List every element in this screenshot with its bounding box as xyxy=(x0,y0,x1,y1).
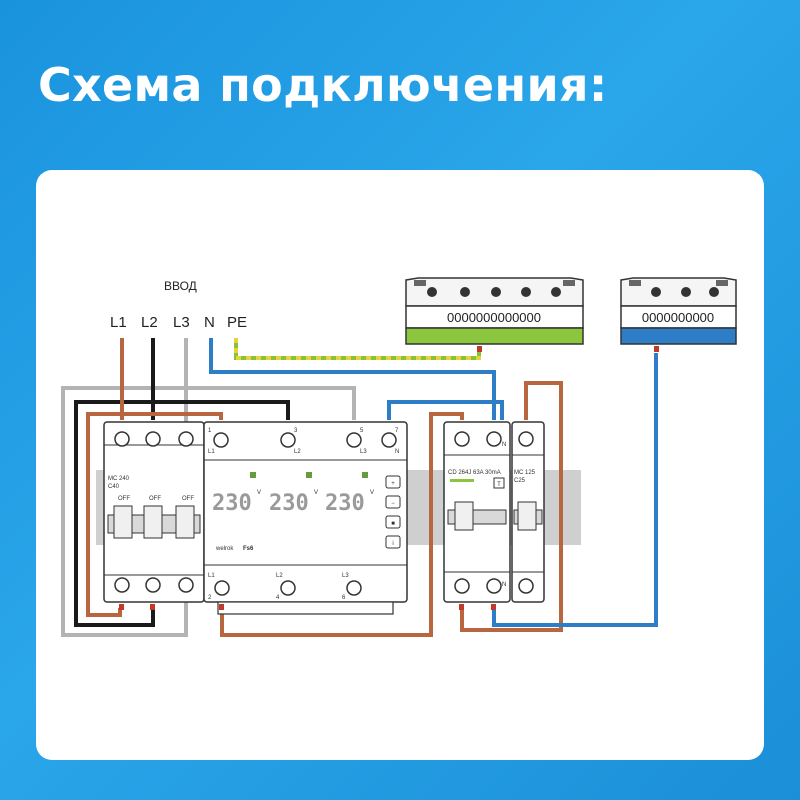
svg-text:+: + xyxy=(391,481,395,487)
breaker-3p-lever-2[interactable] xyxy=(143,505,163,539)
wire-end-markers xyxy=(119,346,659,610)
wire-brown-relay-to-rcd xyxy=(220,412,464,637)
pe-bus-bar: 0000000000000 xyxy=(405,277,584,345)
relay-term-phase-1: L1 xyxy=(208,449,215,455)
diagram-card: ВВОД L1 L2 L3 N PE 0000000000000 0000000… xyxy=(36,170,764,760)
wire-brown-l1-out xyxy=(86,412,223,617)
breaker-3p-lever-3[interactable] xyxy=(175,505,195,539)
relay-bterm-num-6: 6 xyxy=(342,595,346,601)
rcd-bottom-n: N xyxy=(502,582,506,588)
breaker-3p-state-1: OFF xyxy=(118,496,130,502)
wire-blue-n-relay xyxy=(387,400,504,420)
n-bus-bar: 0000000000 xyxy=(620,277,737,345)
svg-text:T: T xyxy=(497,482,501,488)
rcd-test-button[interactable]: T xyxy=(493,477,505,489)
relay-term-num-7: 7 xyxy=(395,428,399,434)
relay-reading-1: 230 xyxy=(212,491,252,516)
input-heading: ВВОД xyxy=(164,279,197,293)
relay-term-num-3: 3 xyxy=(294,428,298,434)
relay-unit-1: V xyxy=(257,490,261,496)
wire-blue-n-in xyxy=(209,338,496,420)
svg-text:■: ■ xyxy=(391,521,395,527)
relay-term-num-5: 5 xyxy=(360,428,364,434)
wire-black-l2-out xyxy=(74,400,290,627)
breaker-3p-state-2: OFF xyxy=(149,496,161,502)
relay-bterm-phase-3: L3 xyxy=(342,573,349,579)
breaker-1p-lever[interactable] xyxy=(517,501,537,531)
relay-plus-button[interactable]: + xyxy=(385,475,401,489)
pe-bus-holes: 0000000000000 xyxy=(447,310,541,325)
relay-menu-button[interactable]: ■ xyxy=(385,515,401,529)
input-label-n: N xyxy=(204,314,215,331)
input-label-l3: L3 xyxy=(173,314,190,331)
n-bus-holes: 0000000000 xyxy=(642,310,714,325)
relay-unit-2: V xyxy=(314,490,318,496)
relay-model: Fs6 xyxy=(243,546,254,552)
rcd-label: CD 264J 63A 30mA xyxy=(448,470,501,476)
breaker-3p: MC 240 C40 OFF OFF OFF xyxy=(103,421,205,603)
rcd: N CD 264J 63A 30mA T N xyxy=(443,421,511,603)
breaker-1p: MC 125 C25 xyxy=(511,421,545,603)
relay-term-phase-3: L3 xyxy=(360,449,367,455)
breaker-1p-rating: C25 xyxy=(514,478,526,484)
relay-reading-2: 230 xyxy=(269,491,309,516)
voltage-relay: 1 L1 3 L2 5 L3 7 N 230 V 230 V 230 V + −… xyxy=(203,421,408,615)
relay-term-phase-2: L2 xyxy=(294,449,301,455)
breaker-3p-state-3: OFF xyxy=(182,496,194,502)
svg-text:−: − xyxy=(391,501,395,507)
breaker-3p-model: MC 240 xyxy=(108,476,130,482)
relay-term-phase-n: N xyxy=(395,449,399,455)
relay-bterm-phase-1: L1 xyxy=(208,573,215,579)
wire-blue-n-bus xyxy=(492,353,658,627)
relay-bterm-num-4: 4 xyxy=(276,595,280,601)
breaker-1p-model: MC 125 xyxy=(514,470,536,476)
relay-info-button[interactable]: i xyxy=(385,535,401,549)
relay-brand: welrok xyxy=(215,546,234,552)
relay-unit-3: V xyxy=(370,490,374,496)
rcd-top-n: N xyxy=(502,442,506,448)
wire-brown-rcd-to-breaker xyxy=(460,381,563,632)
relay-bterm-num-2: 2 xyxy=(208,595,212,601)
rcd-lever[interactable] xyxy=(454,501,474,531)
page-title: Схема подключения: xyxy=(38,58,608,112)
breaker-3p-lever-1[interactable] xyxy=(113,505,133,539)
relay-reading-3: 230 xyxy=(325,491,365,516)
relay-term-num-1: 1 xyxy=(208,428,212,434)
input-label-pe: PE xyxy=(227,314,247,331)
input-label-l2: L2 xyxy=(141,314,158,331)
input-label-l1: L1 xyxy=(110,314,127,331)
relay-bterm-phase-2: L2 xyxy=(276,573,283,579)
breaker-3p-rating: C40 xyxy=(108,484,120,490)
svg-text:i: i xyxy=(392,541,393,547)
relay-minus-button[interactable]: − xyxy=(385,495,401,509)
wiring-diagram: ВВОД L1 L2 L3 N PE 0000000000000 0000000… xyxy=(61,277,737,637)
